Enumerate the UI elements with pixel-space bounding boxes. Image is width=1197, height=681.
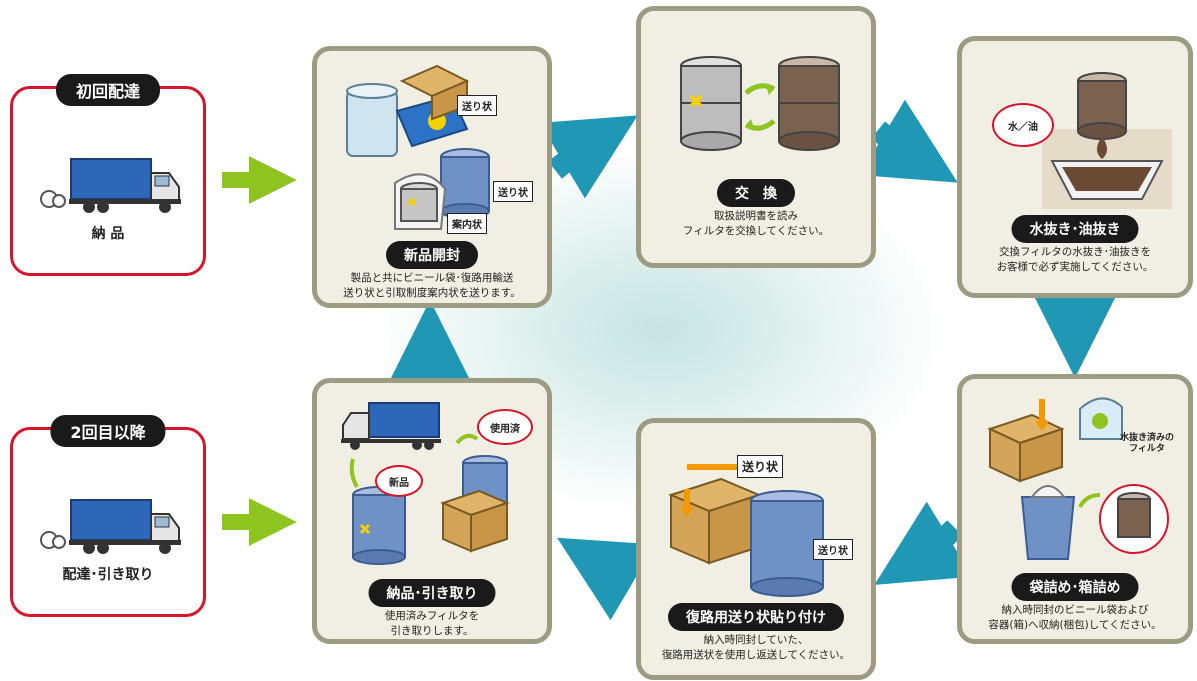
- unpacked-package-illustration: [346, 64, 490, 230]
- repeat-delivery-box: 2回目以降 配達･引き取り: [10, 415, 206, 617]
- step-unpack-title: 新品開封: [386, 241, 478, 269]
- step-bag-desc: 納入時同封のビニール袋および 容器(箱)へ収納(梱包)してください。: [988, 604, 1162, 631]
- arrow-bag-to-label: [874, 501, 973, 585]
- invoice-tag: 送り状: [813, 539, 853, 560]
- step-unpack-desc: 製品と共にビニール袋･復路用輸送 送り状と引取制度案内状を送ります。: [343, 272, 521, 299]
- step-label: 送り状 送り状 復路用送り状貼り付け 納入時同封していた、 復路用送状を使用し返…: [636, 418, 876, 680]
- arrow-label-to-pickup: [557, 537, 656, 621]
- used-bubble: 使用済: [477, 409, 533, 445]
- invoice-tag: 送り状: [457, 95, 497, 116]
- pickup-illustration: [341, 402, 510, 565]
- drain-illustration: [1042, 72, 1172, 209]
- step-exchange-desc: 取扱説明書を読み フィルタを交換してください。: [682, 210, 830, 237]
- filter-exchange-illustration: [680, 56, 840, 151]
- step-drain-title: 水抜き･油抜き: [1011, 215, 1139, 243]
- step-pickup-desc: 使用済みフィルタを 引き取りします。: [384, 610, 480, 637]
- step-bag: 水抜き済みの フィルタ 袋詰め･箱詰め 納入時同封のビニール袋および 容器(箱)…: [957, 374, 1193, 644]
- return-label-illustration: [668, 464, 824, 597]
- step-drain: 水／油 水抜き･油抜き 交換フィルタの水抜き･油抜きを お客様で必ず実施してくだ…: [957, 36, 1193, 298]
- invoice-tag: 送り状: [493, 181, 533, 202]
- delivery-truck-icon: [40, 158, 181, 213]
- step-exchange: 交 換 取扱説明書を読み フィルタを交換してください。: [636, 6, 876, 268]
- drained-filter-note: 水抜き済みの フィルタ: [1120, 433, 1175, 454]
- first-delivery-badge: 初回配達: [55, 74, 161, 106]
- step-pickup: 使用済 新品 納品･引き取り 使用済みフィルタを 引き取りします。: [312, 378, 552, 644]
- repeat-delivery-badge: 2回目以降: [50, 415, 166, 447]
- invoice-tag: 送り状: [737, 455, 784, 478]
- first-delivery-box: 初回配達 納 品: [10, 74, 206, 276]
- arrow-exchange-to-drain: [859, 99, 958, 183]
- step-label-desc: 納入時同封していた、 復路用送状を使用し返送してください。: [661, 634, 851, 661]
- repeat-delivery-caption: 配達･引き取り: [62, 567, 154, 583]
- new-bubble: 新品: [375, 465, 423, 497]
- delivery-truck-icon: [40, 499, 181, 554]
- step-unpack: 送り状 送り状 案内状 新品開封 製品と共にビニール袋･復路用輸送 送り状と引取…: [312, 46, 552, 308]
- step-pickup-title: 納品･引き取り: [368, 579, 496, 607]
- bagging-illustration: [987, 397, 1169, 560]
- step-label-title: 復路用送り状貼り付け: [668, 603, 844, 631]
- step-drain-desc: 交換フィルタの水抜き･油抜きを お客様で必ず実施してください。: [996, 246, 1154, 273]
- notice-tag: 案内状: [447, 213, 487, 234]
- step-exchange-title: 交 換: [717, 179, 795, 207]
- water-oil-bubble: 水／油: [992, 103, 1054, 147]
- first-delivery-caption: 納 品: [91, 226, 125, 242]
- step-bag-title: 袋詰め･箱詰め: [1011, 573, 1139, 601]
